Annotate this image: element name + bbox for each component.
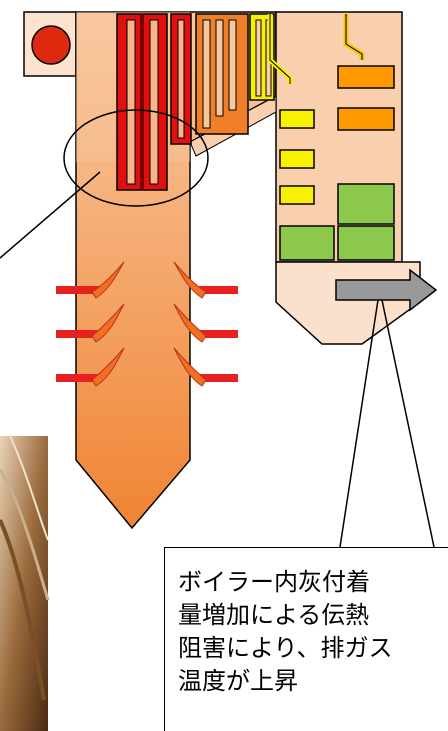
burners-left: [56, 261, 125, 387]
highlight-ellipse: [63, 109, 209, 207]
yellow-coils: [249, 13, 315, 205]
superheater-pendants: [116, 13, 192, 191]
leader-line-photo: [0, 171, 101, 259]
callout-box: [164, 547, 448, 731]
steam-drum: [23, 11, 77, 77]
callout-text: ボイラー内灰付着 量増加による伝熱 阻害により、排ガス 温度が上昇: [178, 568, 393, 695]
drum-icon: [31, 25, 71, 65]
burners-right: [173, 261, 238, 387]
flame-icon: [91, 261, 125, 387]
orange-banks: [337, 14, 395, 131]
reheater-tubes: [195, 13, 249, 135]
leader-line-callout-right: [381, 299, 435, 548]
ash-tube-photo: [0, 435, 50, 731]
leader-line-callout-left: [339, 299, 379, 548]
arrow-right-icon: [335, 268, 438, 312]
flame-icon: [173, 261, 207, 387]
green-banks: [279, 183, 395, 261]
